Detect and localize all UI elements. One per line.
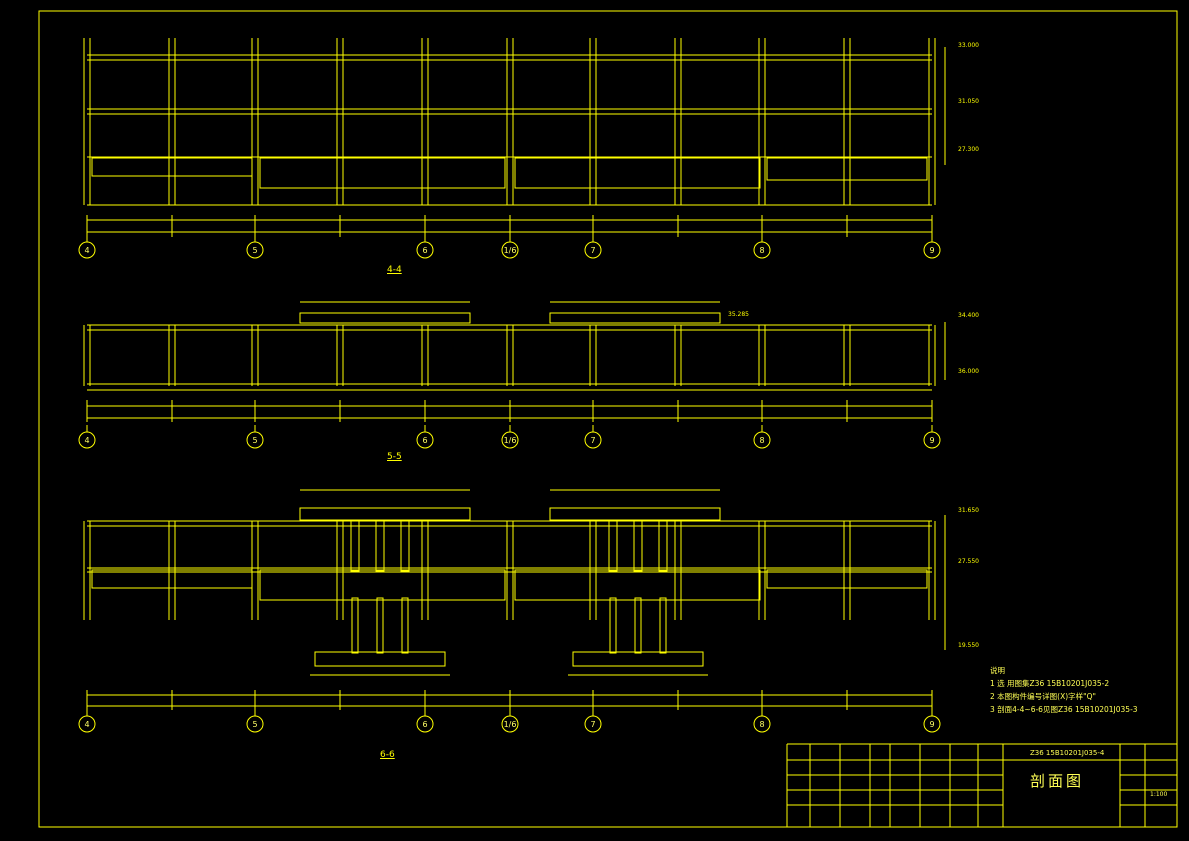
axis-bubble xyxy=(78,715,96,733)
elevation-label: 31.050 xyxy=(958,98,979,105)
axis-bubble xyxy=(923,241,941,259)
elevation-label: 34.400 xyxy=(958,312,979,319)
elevation-label: 31.650 xyxy=(958,507,979,514)
axis-label: 1/6 xyxy=(504,436,517,445)
axis-label: 6 xyxy=(422,720,427,729)
axis-bubble xyxy=(501,431,519,449)
axis-bubble xyxy=(923,431,941,449)
roof-segment xyxy=(299,507,471,521)
roof-segment xyxy=(549,312,721,324)
axis-label: 7 xyxy=(590,436,595,445)
axis-bubble xyxy=(501,241,519,259)
axis-label: 9 xyxy=(929,436,934,445)
axis-label: 7 xyxy=(590,720,595,729)
support-column xyxy=(609,597,617,654)
drawing-title: 剖面图 xyxy=(1030,772,1085,790)
axis-label: 9 xyxy=(929,246,934,255)
elevation-label: 19.550 xyxy=(958,642,979,649)
axis-bubble xyxy=(923,715,941,733)
section-title-5-5: 5-5 xyxy=(387,452,402,462)
axis-label: 6 xyxy=(422,246,427,255)
support-column xyxy=(351,597,359,654)
axis-label: 4 xyxy=(84,436,89,445)
axis-label: 9 xyxy=(929,720,934,729)
wall-panel xyxy=(91,157,253,177)
wall-panel xyxy=(514,569,761,601)
axis-bubble xyxy=(416,241,434,259)
support-column xyxy=(375,520,385,572)
axis-bubble xyxy=(753,431,771,449)
support-column xyxy=(634,597,642,654)
axis-label: 4 xyxy=(84,246,89,255)
support-column xyxy=(659,597,667,654)
elevation-label: 27.300 xyxy=(958,146,979,153)
axis-label: 1/6 xyxy=(504,720,517,729)
axis-bubble xyxy=(246,715,264,733)
support-column xyxy=(633,520,643,572)
axis-label: 8 xyxy=(759,720,764,729)
elevation-label: 36.000 xyxy=(958,368,979,375)
support-column xyxy=(634,597,642,654)
support-column xyxy=(658,520,668,572)
axis-label: 5 xyxy=(252,720,257,729)
section-title-6-6: 6-6 xyxy=(380,750,395,760)
roof-segment xyxy=(299,312,471,324)
note-item: 2 本图构件编号详图(X)字样"Q" xyxy=(990,692,1096,701)
sheet-border xyxy=(38,10,1178,828)
axis-bubble xyxy=(246,431,264,449)
note-item: 3 剖面4-4~6-6见图Z36 15B10201J035-3 xyxy=(990,705,1138,714)
axis-bubble xyxy=(501,715,519,733)
elevation-label: 35.285 xyxy=(728,311,749,318)
axis-label: 8 xyxy=(759,436,764,445)
notes-block: 说明 1 选 用图集Z36 15B10201J035-2 2 本图构件编号详图(… xyxy=(990,664,1138,716)
support-column xyxy=(376,597,384,654)
axis-bubble xyxy=(584,241,602,259)
wall-panel xyxy=(766,157,928,181)
wall-panel xyxy=(259,157,506,189)
axis-label: 1/6 xyxy=(504,246,517,255)
axis-label: 6 xyxy=(422,436,427,445)
support-column xyxy=(608,520,618,572)
wall-panel xyxy=(259,569,506,601)
support-column xyxy=(401,597,409,654)
axis-bubble xyxy=(78,431,96,449)
axis-bubble xyxy=(246,241,264,259)
elevation-label: 27.550 xyxy=(958,558,979,565)
axis-label: 8 xyxy=(759,246,764,255)
section-title-4-4: 4-4 xyxy=(387,265,402,275)
drawing-number: Z36 15B10201J035-4 xyxy=(1030,749,1105,757)
support-column xyxy=(375,520,385,572)
foundation-slab xyxy=(314,651,446,667)
foundation-slab xyxy=(572,651,704,667)
wall-panel xyxy=(766,569,928,589)
notes-title: 说明 xyxy=(990,666,1005,675)
axis-bubble xyxy=(584,715,602,733)
drawing-scale: 1:100 xyxy=(1150,791,1168,798)
axis-label: 7 xyxy=(590,246,595,255)
support-column xyxy=(376,597,384,654)
note-item: 1 选 用图集Z36 15B10201J035-2 xyxy=(990,679,1110,688)
support-column xyxy=(400,520,410,572)
axis-bubble xyxy=(584,431,602,449)
axis-label: 5 xyxy=(252,436,257,445)
axis-label: 4 xyxy=(84,720,89,729)
axis-label: 5 xyxy=(252,246,257,255)
elevation-label: 33.000 xyxy=(958,42,979,49)
axis-bubble xyxy=(78,241,96,259)
support-column xyxy=(350,520,360,572)
support-column xyxy=(633,520,643,572)
axis-bubble xyxy=(753,715,771,733)
wall-panel xyxy=(514,157,761,189)
wall-panel xyxy=(91,569,253,589)
axis-bubble xyxy=(416,715,434,733)
axis-bubble xyxy=(753,241,771,259)
roof-segment xyxy=(549,507,721,521)
axis-bubble xyxy=(416,431,434,449)
